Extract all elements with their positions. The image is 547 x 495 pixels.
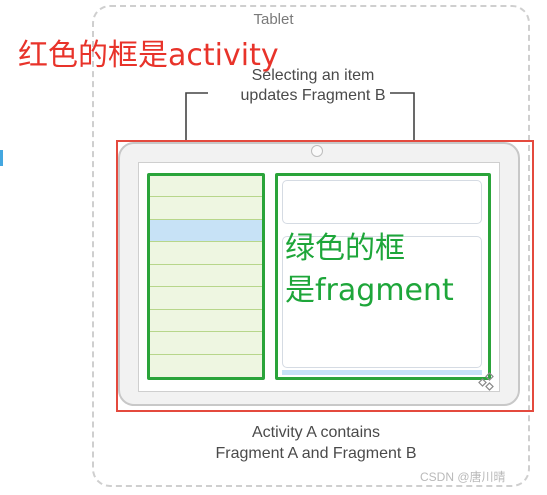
tablet-label: Tablet: [253, 11, 294, 28]
edge-marker: [0, 150, 3, 166]
caption-line-1: Activity A contains: [251, 424, 381, 441]
selection-flow-label: Selecting an item updates Fragment B: [190, 66, 436, 106]
activity-annotation: 红色的框是activity: [18, 38, 279, 73]
list-item-selected[interactable]: [150, 219, 262, 241]
selection-flow-line-2: updates Fragment B: [240, 87, 386, 104]
list-row-divider: [150, 286, 262, 287]
fragment-annotation-line-2: 是fragment: [285, 273, 454, 308]
resize-grip-icon: [478, 372, 494, 391]
selection-flow-line-1: Selecting an item: [251, 67, 375, 84]
activity-box: [116, 140, 534, 412]
arrow-to-detail: [390, 92, 415, 160]
list-row-divider: [150, 354, 262, 355]
camera-icon: [311, 145, 323, 157]
detail-footer-strip: [282, 370, 482, 375]
list-row-divider: [150, 241, 262, 242]
diagram-caption: Activity A contains Fragment A and Fragm…: [140, 422, 492, 464]
tablet-outline: [92, 5, 530, 487]
caption-line-2: Fragment A and Fragment B: [215, 445, 417, 462]
watermark: CSDN @唐川晴: [420, 470, 506, 484]
list-row-divider: [150, 309, 262, 310]
detail-header-panel: [282, 180, 482, 224]
detail-content-panel: [282, 236, 482, 368]
fragment-annotation-line-1: 绿色的框: [285, 231, 405, 266]
fragment-a-list: [147, 173, 265, 380]
list-row-divider: [150, 331, 262, 332]
list-row-divider: [150, 219, 262, 220]
list-row-divider: [150, 264, 262, 265]
fragment-annotation: 绿色的框 是fragment: [285, 228, 454, 312]
list-row-divider: [150, 196, 262, 197]
